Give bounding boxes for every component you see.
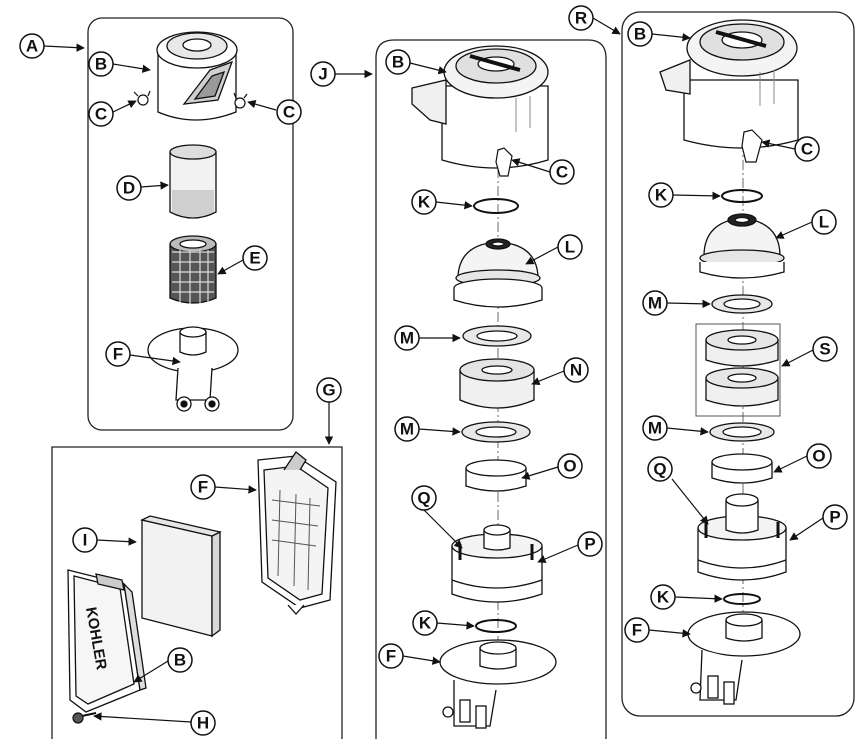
base-f-panel-r (687, 611, 801, 705)
label-k-top-j: K (418, 193, 431, 212)
clip-c-panel-j (495, 147, 513, 177)
label-p-panel-r: P (829, 508, 840, 527)
panel-filter-i (140, 515, 222, 638)
label-f-panel-r: F (632, 621, 642, 640)
label-d: D (123, 179, 135, 198)
label-n: N (570, 361, 582, 380)
retainer-m-top-r (711, 294, 773, 314)
label-f-panel-j: F (386, 647, 396, 666)
panel-r (621, 11, 855, 717)
label-g: G (322, 381, 335, 400)
label-l-panel-j: L (565, 238, 575, 257)
sleeve-o-panel-j (465, 459, 527, 492)
canister-p-panel-j (451, 524, 543, 603)
clip-c-panel-r (741, 129, 763, 163)
label-p-panel-j: P (584, 535, 595, 554)
label-m-bottom-r: M (648, 419, 662, 438)
leader-lines (43, 17, 824, 723)
label-k-top-r: K (655, 186, 668, 205)
foam-set-bracket-s (695, 323, 781, 417)
canister-p-panel-r (697, 493, 787, 581)
label-r: R (575, 9, 587, 28)
filter-element-e (169, 235, 217, 304)
label-m-top-r: M (648, 294, 662, 313)
precleaner-d (169, 144, 217, 219)
screw-h (72, 712, 97, 724)
label-b-panel-r: B (634, 25, 646, 44)
callout-labels (19, 5, 848, 736)
label-m-bottom-j: M (400, 420, 414, 439)
label-c-right-panel-a: C (283, 103, 295, 122)
label-c-left-panel-a: C (95, 105, 107, 124)
base-f-panel-a (147, 326, 239, 412)
cover-b-panel-j (411, 45, 549, 169)
housing-f-panel-g (257, 451, 337, 615)
label-e: E (249, 249, 260, 268)
retainer-m-bottom-j (461, 421, 531, 443)
label-s: S (819, 340, 830, 359)
label-o-panel-r: O (812, 447, 825, 466)
dome-l-panel-j (453, 238, 543, 308)
retainer-m-top-j (462, 325, 532, 347)
label-c-panel-r: C (801, 140, 813, 159)
foam-ring-s-upper (705, 329, 779, 367)
label-c-panel-j: C (556, 163, 568, 182)
label-j: J (318, 65, 327, 84)
cover-b-panel-r (659, 19, 799, 149)
label-b-panel-j: B (392, 53, 404, 72)
label-k-bottom-j: K (419, 614, 432, 633)
label-l-panel-r: L (819, 213, 829, 232)
callout-letters: A B C C D E F G F I B H J B C K L M N M … (26, 9, 841, 733)
dome-l-panel-r (699, 213, 785, 279)
cover-b-panel-a (156, 31, 238, 121)
retainer-m-bottom-r (709, 422, 775, 442)
label-q-panel-r: Q (653, 460, 666, 479)
label-m-top-j: M (400, 329, 414, 348)
label-a: A (26, 37, 38, 56)
label-i: I (83, 531, 88, 550)
foam-ring-n (459, 358, 535, 409)
panel-a (87, 17, 294, 431)
sleeve-o-panel-r (711, 453, 773, 484)
label-k-bottom-r: K (657, 588, 670, 607)
panel-a-frame (87, 17, 294, 431)
panel-j (375, 39, 607, 739)
o-ring-k-top-r (721, 189, 763, 203)
foam-ring-s-lower (705, 367, 779, 407)
cover-b-panel-g (67, 569, 147, 713)
panel-j-frame (375, 39, 607, 739)
base-f-panel-j (439, 639, 557, 729)
label-q-panel-j: Q (417, 489, 430, 508)
clip-c-left (133, 90, 151, 106)
label-f-panel-a: F (113, 345, 123, 364)
label-o-panel-j: O (563, 457, 576, 476)
label-b-panel-a: B (95, 55, 107, 74)
o-ring-k-bottom-j (475, 619, 517, 633)
o-ring-k-bottom-r (723, 593, 761, 605)
label-b-panel-g: B (174, 651, 186, 670)
label-h: H (197, 714, 209, 733)
panel-r-frame (621, 11, 855, 717)
label-f-panel-g: F (198, 478, 208, 497)
panel-g: KOHLER (51, 446, 343, 739)
clip-c-right (233, 92, 248, 109)
panel-g-frame (51, 446, 343, 739)
o-ring-k-top-j (473, 198, 519, 214)
